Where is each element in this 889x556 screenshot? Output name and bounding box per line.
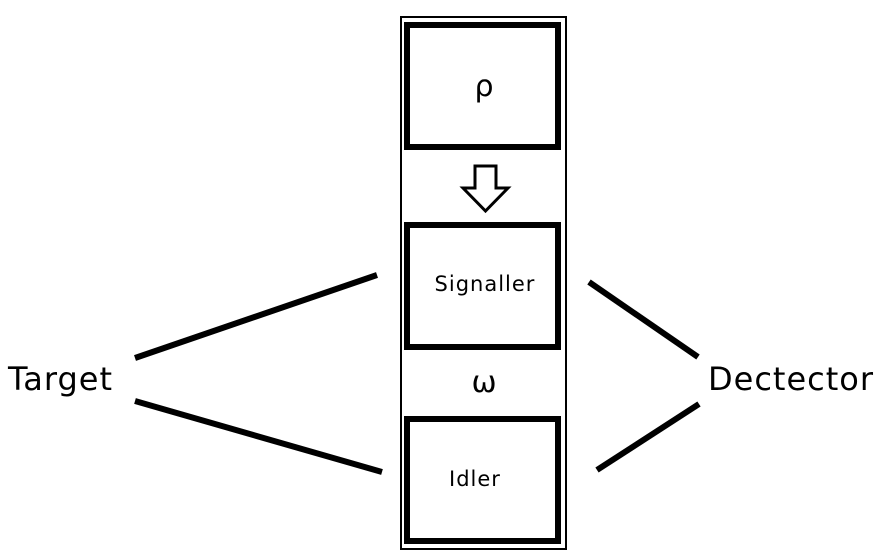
detector-label: Dectector — [708, 360, 874, 398]
signaller-box — [404, 222, 561, 350]
rho-label: ρ — [474, 69, 493, 104]
target-to-signaller-line — [134, 272, 378, 361]
signaller-label: Signaller — [435, 272, 536, 296]
idler-to-detector-line — [595, 401, 701, 473]
target-to-idler-line — [134, 398, 383, 475]
idler-label: Idler — [449, 467, 501, 491]
idler-box — [404, 416, 561, 544]
signaller-to-detector-line — [587, 279, 700, 360]
rho-box — [404, 22, 561, 150]
outer-frame — [400, 16, 567, 550]
omega-label: ω — [471, 365, 496, 400]
down-arrow-icon — [459, 164, 512, 214]
target-label: Target — [7, 360, 113, 398]
